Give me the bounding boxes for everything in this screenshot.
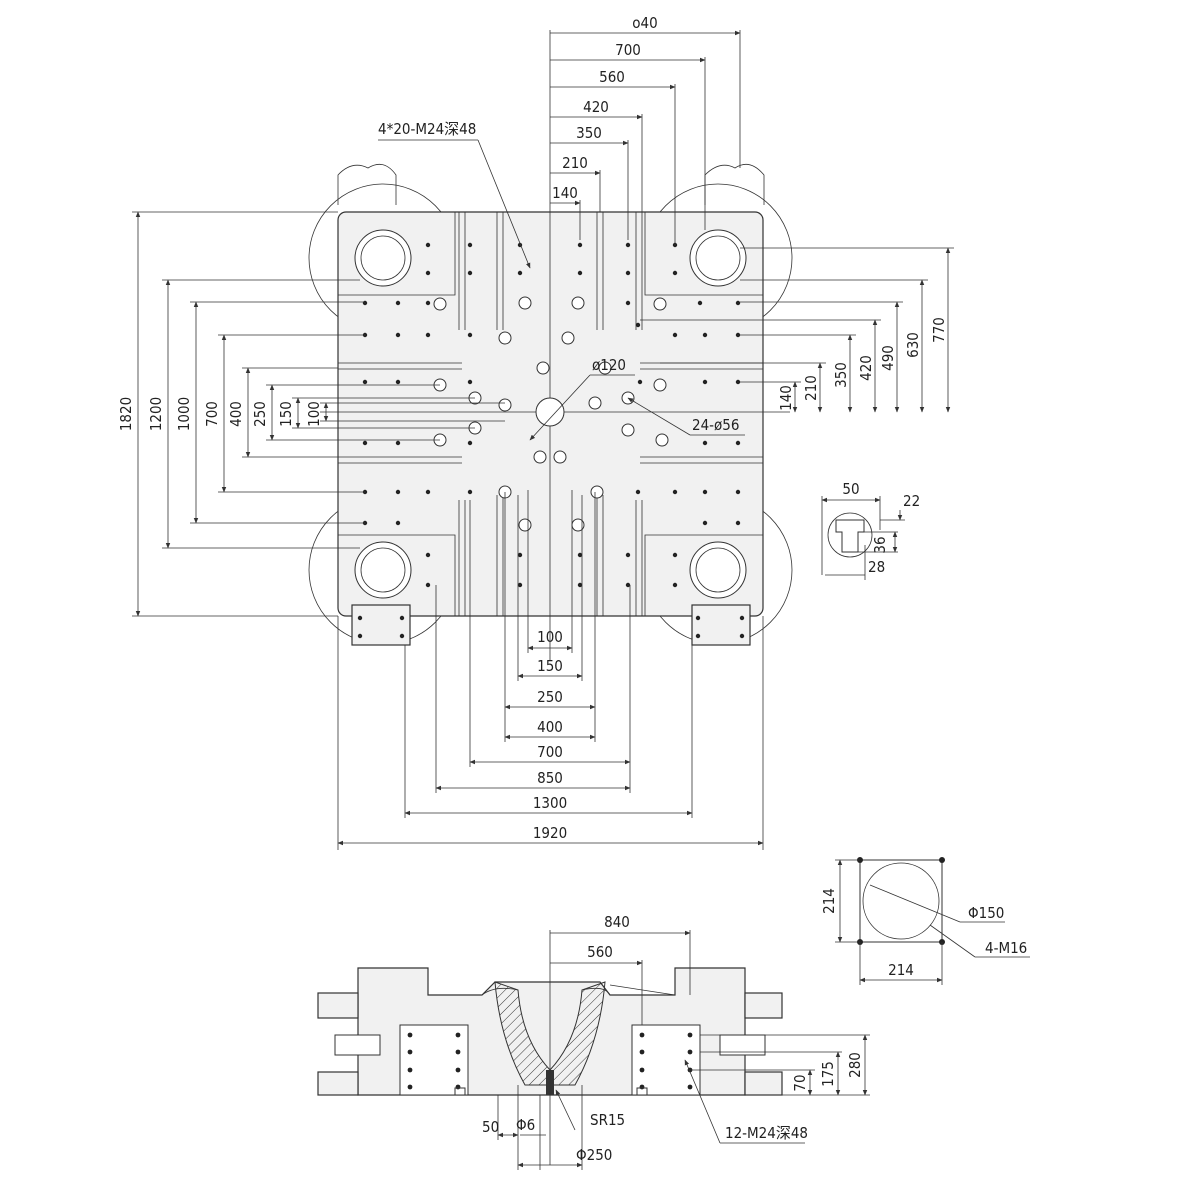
bottom-dim-5: 700 <box>537 743 563 761</box>
side-bottom-phi250: Φ250 <box>576 1146 612 1164</box>
bolt-diameter: Φ150 <box>968 904 1004 922</box>
slot-width: 50 <box>842 480 859 498</box>
bolt-thread: 4-M16 <box>985 939 1027 957</box>
bolt-side: 214 <box>820 888 838 914</box>
left-dim-6: 250 <box>251 401 269 427</box>
tie-bar-holes <box>354 229 747 599</box>
bottom-dimensions: 100 150 250 400 700 850 1300 1920 <box>337 490 764 850</box>
left-dimensions: 1820 1200 1000 700 400 250 150 100 <box>117 211 505 617</box>
bottom-dim-4: 400 <box>537 718 563 736</box>
slot-neck: 28 <box>868 558 885 576</box>
top-dim-4: 420 <box>583 98 609 116</box>
right-dim-4: 420 <box>857 355 875 381</box>
top-dimensions: ο40 700 560 420 350 210 140 <box>550 14 741 245</box>
left-dim-2: 1200 <box>147 397 165 431</box>
side-right-dim-3: 70 <box>791 1074 809 1091</box>
side-thread-note: 12-M24深48 <box>725 1124 808 1142</box>
bolt-detail: 214 214 Φ150 4-M16 <box>820 857 1030 985</box>
slot-depth: 22 <box>903 492 920 510</box>
right-dim-3: 490 <box>879 345 897 371</box>
bottom-dim-8: 1920 <box>533 824 567 842</box>
bottom-dim-7: 1300 <box>533 794 567 812</box>
right-dimensions: 770 630 490 420 350 210 140 <box>640 247 954 413</box>
right-dim-1: 770 <box>930 317 948 343</box>
left-dim-8: 100 <box>305 401 323 427</box>
top-dim-5: 350 <box>576 124 602 142</box>
left-dim-4: 700 <box>203 401 221 427</box>
thread-note: 4*20-M24深48 <box>378 120 476 138</box>
tslot-detail: 50 22 36 28 <box>821 480 920 580</box>
holes-note: 24-ø56 <box>692 416 739 434</box>
left-dim-5: 400 <box>227 401 245 427</box>
bottom-dim-6: 850 <box>537 769 563 787</box>
side-dimensions: 840 560 280 175 70 50 Φ6 SR15 Φ250 12-M2… <box>482 913 870 1170</box>
left-dim-1: 1820 <box>117 397 135 431</box>
right-dim-7: 140 <box>777 385 795 411</box>
bottom-dim-1: 100 <box>537 628 563 646</box>
top-dim-6: 210 <box>562 154 588 172</box>
left-dim-3: 1000 <box>175 397 193 431</box>
mounting-holes <box>433 296 669 532</box>
top-dim-1: ο40 <box>632 14 657 32</box>
leader-notes: 4*20-M24深48 ø120 24-ø56 <box>378 120 745 441</box>
bolt-bottom: 214 <box>888 961 914 979</box>
bottom-dim-2: 150 <box>537 657 563 675</box>
side-bottom-50: 50 <box>482 1118 499 1136</box>
side-right-dim-1: 280 <box>846 1052 864 1078</box>
left-dim-7: 150 <box>277 401 295 427</box>
side-top-dim-2: 560 <box>587 943 613 961</box>
top-dim-3: 560 <box>599 68 625 86</box>
right-dim-5: 350 <box>832 362 850 388</box>
side-bottom-phi6: Φ6 <box>516 1116 535 1134</box>
center-hole <box>535 397 565 427</box>
slot-mid: 36 <box>871 536 889 553</box>
side-top-dim-1: 840 <box>604 913 630 931</box>
right-dim-6: 210 <box>802 375 820 401</box>
side-right-dim-2: 175 <box>819 1061 837 1087</box>
platen-top-view <box>308 30 793 660</box>
platen-side-view <box>317 930 783 1165</box>
side-bottom-sr15: SR15 <box>590 1111 625 1129</box>
top-dim-2: 700 <box>615 41 641 59</box>
bottom-dim-3: 250 <box>537 688 563 706</box>
cylinder-block-left <box>351 604 411 646</box>
tapped-holes <box>357 242 745 639</box>
top-dim-7: 140 <box>552 184 578 202</box>
cylinder-block-right <box>691 604 751 646</box>
center-hole-note: ø120 <box>592 356 626 374</box>
right-dim-2: 630 <box>904 332 922 358</box>
